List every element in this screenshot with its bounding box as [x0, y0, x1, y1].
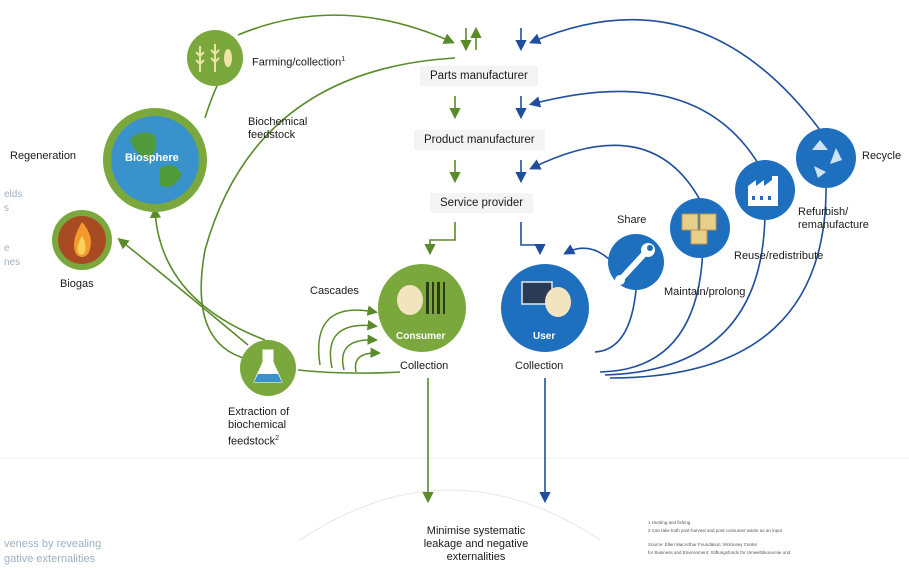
person-barcode-icon [378, 264, 466, 352]
extraction-line3: feedstock2 [228, 432, 279, 449]
cascade-arrow-3 [341, 334, 378, 371]
leakage-line1: Minimise systematic [426, 525, 526, 537]
consumer-label: Consumer [396, 331, 446, 342]
blue-arrow-service-to-user [520, 222, 546, 256]
globe-icon [103, 108, 207, 212]
flame-icon [52, 210, 112, 270]
farming-to-parts-arrow [237, 14, 455, 44]
footnote-1: 1 Hunting and fishing [648, 520, 691, 525]
reuse-to-service-arrow [529, 144, 701, 201]
user-label: User [533, 331, 556, 342]
factory-icon [735, 160, 795, 220]
left-fragment-d: nes [4, 257, 21, 268]
left-fragment-e: veness by revealing [4, 538, 102, 550]
collection-to-extraction-line [297, 369, 401, 374]
leakage-line2: leakage and negative [423, 538, 529, 550]
source-line2: for Business and Environment; Stiftungsf… [648, 550, 791, 555]
boxes-icon [670, 198, 730, 258]
left-fragment-a: elds [4, 189, 23, 200]
recycle-label: Recycle [862, 150, 902, 162]
extraction-line1: Extraction of [228, 406, 290, 418]
biosphere-label: Biosphere [125, 152, 179, 164]
cascades-label: Cascades [310, 285, 359, 297]
collection-left-label: Collection [400, 360, 449, 372]
extraction-line3-text: feedstock [228, 435, 276, 448]
left-fragment-c: e [4, 243, 10, 254]
reuse-label: Reuse/redistribute [734, 250, 824, 262]
source-line1: Source: Ellen MacArthur Foundation; McKi… [648, 542, 758, 547]
background-arc [299, 489, 601, 541]
biochemical-feedstock-line2: feedstock [248, 129, 296, 141]
biogas-label: Biogas [60, 278, 94, 290]
refurbish-line2: remanufacture [798, 219, 869, 231]
left-fragment-f: gative externalities [4, 553, 96, 565]
farming-footnote-marker: 1 [341, 56, 346, 63]
green-arrow-service-to-consumer [424, 222, 456, 256]
collection-right-label: Collection [515, 360, 564, 372]
recycle-icon [796, 128, 856, 188]
maintain-label: Maintain/prolong [664, 286, 746, 298]
extraction-to-biogas-arrow [117, 238, 249, 346]
parts-manufacturer-box: Parts manufacturer [420, 66, 538, 86]
footnote-2: 2 Can take both post-harvest and post-co… [648, 528, 782, 533]
biochemical-feedstock-line1: Biochemical [248, 116, 308, 128]
extraction-to-biosphere-arrow [149, 206, 266, 341]
collection-to-recycle-line [609, 179, 827, 379]
left-fragment-b: s [4, 203, 9, 214]
extraction-line2: biochemical [228, 419, 287, 431]
collection-to-maintain-line [594, 289, 637, 353]
refurbish-to-product-arrow [528, 90, 763, 171]
cascade-arrow-4 [354, 347, 381, 373]
person-screen-icon [501, 264, 589, 352]
leakage-line3: externalities [446, 551, 506, 563]
farming-label: Farming/collection1 [252, 53, 345, 70]
farming-text: Farming/collection [252, 56, 342, 69]
extraction-footnote-marker: 2 [275, 435, 279, 442]
service-provider-box: Service provider [430, 193, 534, 213]
refurbish-line1: Refurbish/ [798, 206, 849, 218]
cascade-arrow-1 [318, 305, 378, 366]
wheat-fish-icon [187, 30, 243, 86]
collection-to-refurbish-line [604, 209, 766, 376]
regeneration-label: Regeneration [10, 150, 77, 162]
flask-icon [240, 340, 296, 396]
biochemical-feedstock-arrow [200, 57, 456, 368]
product-manufacturer-box: Product manufacturer [414, 130, 545, 150]
recycle-to-parts-arrow [529, 18, 821, 131]
wrench-icon [608, 234, 664, 290]
cascade-arrow-2 [329, 319, 378, 369]
collection-to-reuse-line [599, 244, 704, 373]
share-label: Share [617, 214, 647, 226]
